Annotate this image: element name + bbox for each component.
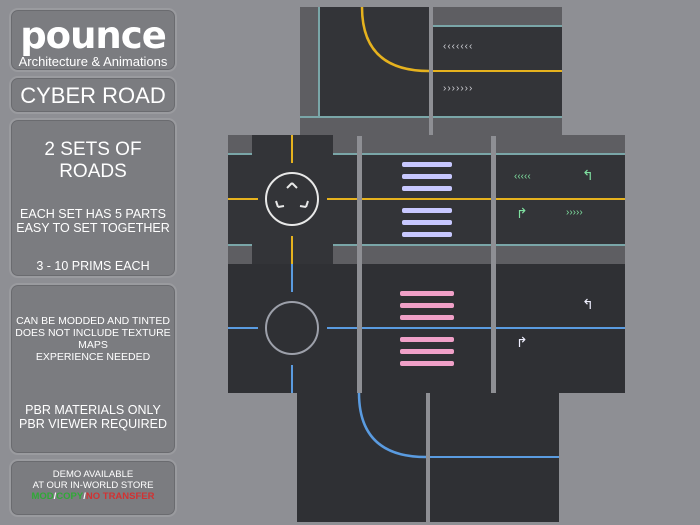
pbr-notice: PBR MATERIALS ONLY PBR VIEWER REQUIRED: [11, 403, 175, 431]
tile-roundabout: [228, 135, 357, 264]
roundabout-arrows-icon: [265, 301, 319, 355]
sets-description: EACH SET HAS 5 PARTS EASY TO SET TOGETHE…: [11, 207, 175, 235]
perm-mod: MOD: [31, 491, 54, 502]
demo-line-1: DEMO AVAILABLE: [52, 469, 134, 480]
brand-subtitle: Architecture & Animations: [18, 54, 168, 69]
tile-arrows-green: ‹‹‹‹‹ ↰ ↱ ›››››: [496, 135, 625, 264]
demo-line-2: AT OUR IN-WORLD STORE: [32, 480, 154, 491]
perm-copy: COPY: [56, 491, 84, 502]
sets-heading: 2 SETS OF ROADS: [44, 139, 142, 182]
arrow-right-icon: ›››››››: [443, 83, 474, 94]
tile-straight-blue: [430, 393, 559, 522]
mod-line-2: DOES NOT INCLUDE TEXTURE MAPS: [15, 327, 171, 351]
turn-arrow-icon: ↱: [516, 334, 528, 350]
tile-roundabout-cobble: [228, 264, 357, 393]
sets-panel: 2 SETS OF ROADS EACH SET HAS 5 PARTS EAS…: [9, 118, 177, 278]
brand-logo: pounce: [20, 14, 167, 57]
roundabout-arrows-icon: [265, 172, 319, 226]
sets-line-1: EACH SET HAS 5 PARTS: [20, 207, 166, 221]
prims-count: 3 - 10 PRIMS EACH: [36, 259, 150, 273]
lane-arrow-icon: ›››››: [566, 207, 583, 218]
mod-line-3: EXPERIENCE NEEDED: [35, 351, 151, 363]
turn-arrow-icon: ↱: [516, 205, 528, 221]
tile-curve-yellow: [300, 7, 429, 136]
logo-panel: pounce Architecture & Animations: [9, 8, 177, 72]
permissions: MOD/COPY/NO TRANSFER: [11, 491, 175, 502]
demo-panel: DEMO AVAILABLE AT OUR IN-WORLD STORE MOD…: [9, 459, 177, 517]
lane-arrow-icon: ‹‹‹‹‹: [514, 171, 531, 182]
tile-crossing-white: [362, 135, 491, 264]
tile-arrows-cobble: ↰ ↱: [496, 264, 625, 393]
curve-marking: [360, 7, 429, 73]
sets-line-2: EASY TO SET TOGETHER: [16, 221, 170, 235]
tile-straight-arrows-yellow: ‹‹‹‹‹‹‹ ›››››››: [433, 7, 562, 136]
mod-description: CAN BE MODDED AND TINTED DOES NOT INCLUD…: [11, 315, 175, 363]
turn-arrow-icon: ↰: [582, 167, 594, 183]
perm-sep-2: /: [83, 491, 86, 502]
perm-sep-1: /: [53, 491, 57, 502]
tile-curve-blue: [297, 393, 426, 522]
curve-marking: [357, 393, 426, 459]
mod-line-1: CAN BE MODDED AND TINTED: [16, 315, 170, 327]
perm-no-transfer: NO TRANSFER: [85, 491, 155, 502]
pbr-line-1: PBR MATERIALS ONLY: [25, 403, 161, 417]
mod-panel: CAN BE MODDED AND TINTED DOES NOT INCLUD…: [9, 283, 177, 455]
pbr-line-2: PBR VIEWER REQUIRED: [19, 417, 167, 431]
tile-crossing-pink: [362, 264, 491, 393]
product-title: CYBER ROAD: [9, 76, 177, 114]
arrow-left-icon: ‹‹‹‹‹‹‹: [443, 41, 474, 52]
turn-arrow-icon: ↰: [582, 296, 594, 312]
